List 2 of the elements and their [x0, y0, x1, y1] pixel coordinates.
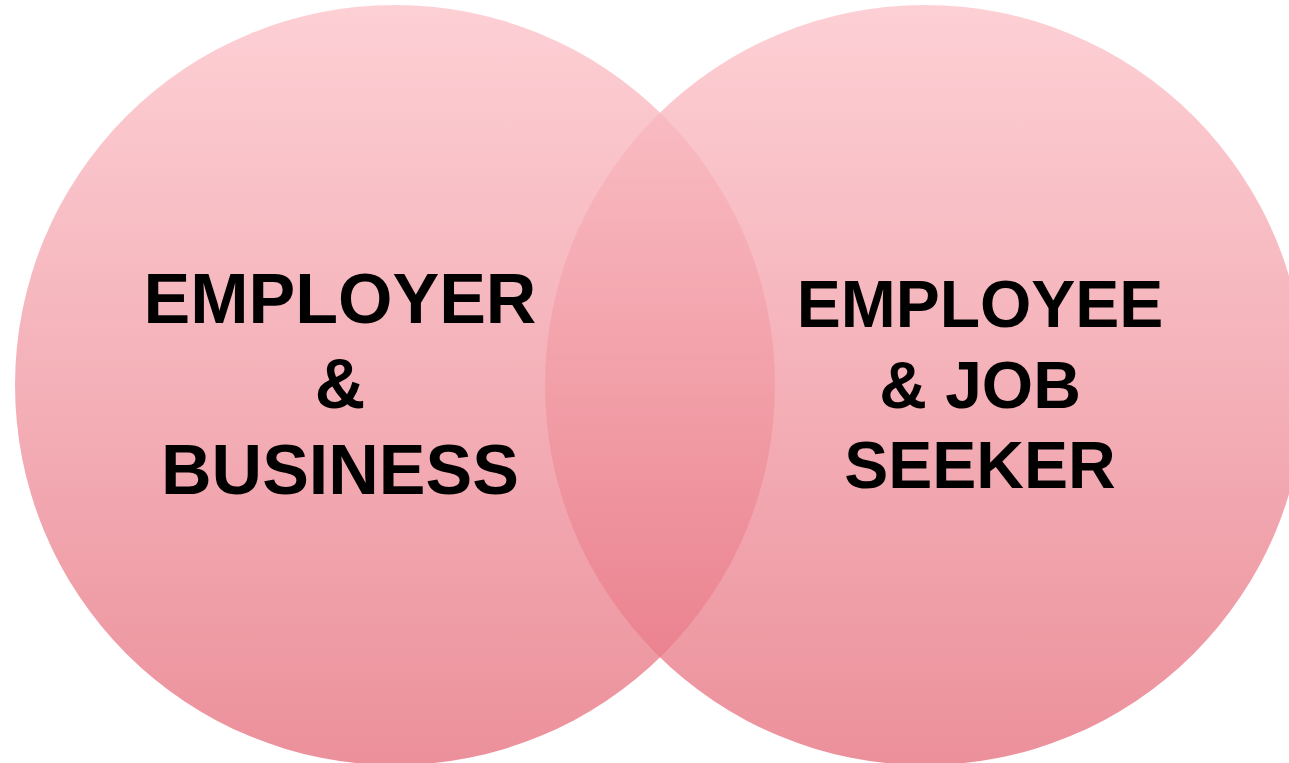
- circle-label: EMPLOYEE & JOB SEEKER: [796, 266, 1164, 505]
- circle-label: EMPLOYER & BUSINESS: [143, 258, 537, 511]
